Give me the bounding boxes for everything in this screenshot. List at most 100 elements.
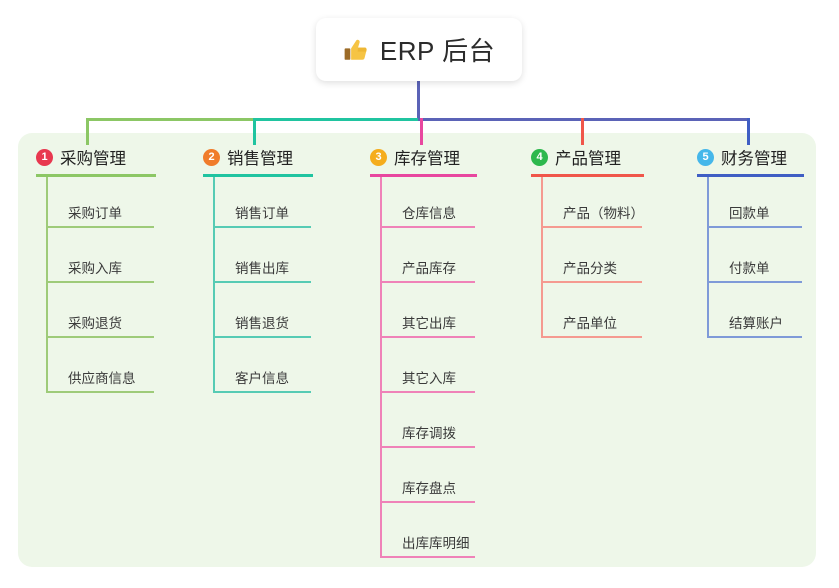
branch-title-5: 财务管理 (721, 150, 787, 168)
leaf-underline (380, 281, 475, 283)
leaf-label: 产品单位 (563, 316, 617, 331)
leaf-underline (380, 501, 475, 503)
branch-header-5[interactable]: 5 财务管理 (697, 145, 787, 169)
leaf-underline (541, 226, 642, 228)
branch-title-2: 销售管理 (227, 150, 293, 168)
branch-title-4: 产品管理 (555, 150, 621, 168)
leaf-item[interactable]: 销售订单 (213, 196, 313, 228)
leaf-underline (213, 391, 311, 393)
leaf-underline (213, 281, 311, 283)
leaf-underline (707, 281, 802, 283)
branch-drop-connector-5 (747, 118, 750, 145)
branch-panel-background (18, 133, 816, 567)
leaf-item[interactable]: 结算账户 (707, 306, 804, 338)
leaf-label: 库存调拨 (402, 426, 456, 441)
leaf-underline (46, 226, 154, 228)
branch-header-2[interactable]: 2 销售管理 (203, 145, 293, 169)
branch-spine-3 (380, 177, 382, 558)
leaf-underline (380, 556, 475, 558)
leaf-item[interactable]: 库存盘点 (380, 471, 477, 503)
leaf-item[interactable]: 采购订单 (46, 196, 156, 228)
leaf-underline (541, 281, 642, 283)
leaf-label: 其它入库 (402, 371, 456, 386)
leaf-label: 采购订单 (68, 206, 122, 221)
branch-header-4[interactable]: 4 产品管理 (531, 145, 621, 169)
bus-segment-2 (253, 118, 421, 121)
branch-badge-2: 2 (203, 148, 220, 166)
branch-title-1: 采购管理 (60, 150, 126, 168)
branch-underline-1 (36, 174, 156, 177)
leaf-label: 结算账户 (729, 316, 783, 331)
leaf-label: 其它出库 (402, 316, 456, 331)
bus-segment-1 (86, 118, 256, 121)
leaf-item[interactable]: 仓库信息 (380, 196, 477, 228)
branch-drop-connector-2 (253, 118, 256, 145)
leaf-item[interactable]: 采购入库 (46, 251, 156, 283)
leaf-underline (541, 336, 642, 338)
leaf-item[interactable]: 库存调拨 (380, 416, 477, 448)
root-node[interactable]: ERP 后台 (316, 18, 522, 81)
leaf-label: 付款单 (729, 261, 770, 276)
branch-title-3: 库存管理 (394, 150, 460, 168)
branch-badge-3: 3 (370, 148, 387, 166)
branch-underline-2 (203, 174, 313, 177)
leaf-label: 供应商信息 (68, 371, 136, 386)
branch-underline-3 (370, 174, 477, 177)
leaf-item[interactable]: 销售退货 (213, 306, 313, 338)
leaf-item[interactable]: 采购退货 (46, 306, 156, 338)
bus-segment-3 (418, 118, 584, 121)
branch-header-3[interactable]: 3 库存管理 (370, 145, 460, 169)
branch-spine-4 (541, 177, 543, 338)
leaf-item[interactable]: 产品单位 (541, 306, 644, 338)
leaf-underline (707, 336, 802, 338)
leaf-item[interactable]: 付款单 (707, 251, 804, 283)
leaf-underline (46, 336, 154, 338)
leaf-item[interactable]: 供应商信息 (46, 361, 156, 393)
branch-spine-5 (707, 177, 709, 338)
leaf-item[interactable]: 出库库明细 (380, 526, 477, 558)
branch-drop-connector-1 (86, 118, 89, 145)
leaf-label: 客户信息 (235, 371, 289, 386)
leaf-label: 销售订单 (235, 206, 289, 221)
leaf-underline (380, 391, 475, 393)
leaf-label: 销售退货 (235, 316, 289, 331)
leaf-label: 产品分类 (563, 261, 617, 276)
leaf-label: 采购入库 (68, 261, 122, 276)
root-title: ERP 后台 (379, 36, 496, 66)
branch-spine-1 (46, 177, 48, 393)
leaf-item[interactable]: 销售出库 (213, 251, 313, 283)
leaf-item[interactable]: 客户信息 (213, 361, 313, 393)
leaf-label: 出库库明细 (402, 536, 470, 551)
leaf-label: 采购退货 (68, 316, 122, 331)
leaf-underline (380, 446, 475, 448)
leaf-underline (707, 226, 802, 228)
bus-segment-4 (581, 118, 750, 121)
leaf-underline (380, 226, 475, 228)
leaf-underline (213, 336, 311, 338)
thumbs-up-icon (344, 39, 367, 60)
branch-badge-5: 5 (697, 148, 714, 166)
leaf-item[interactable]: 产品（物料） (541, 196, 644, 228)
leaf-label: 回款单 (729, 206, 770, 221)
leaf-item[interactable]: 产品库存 (380, 251, 477, 283)
branch-spine-2 (213, 177, 215, 393)
root-stem-connector (417, 81, 420, 121)
leaf-item[interactable]: 其它出库 (380, 306, 477, 338)
leaf-label: 库存盘点 (402, 481, 456, 496)
branch-underline-5 (697, 174, 804, 177)
branch-underline-4 (531, 174, 644, 177)
leaf-label: 仓库信息 (402, 206, 456, 221)
leaf-underline (46, 281, 154, 283)
leaf-underline (380, 336, 475, 338)
leaf-item[interactable]: 其它入库 (380, 361, 477, 393)
branch-drop-connector-4 (581, 118, 584, 145)
branch-drop-connector-3 (420, 118, 423, 145)
leaf-label: 销售出库 (235, 261, 289, 276)
leaf-label: 产品库存 (402, 261, 456, 276)
leaf-item[interactable]: 回款单 (707, 196, 804, 228)
branch-badge-4: 4 (531, 148, 548, 166)
leaf-label: 产品（物料） (563, 206, 644, 221)
leaf-item[interactable]: 产品分类 (541, 251, 644, 283)
